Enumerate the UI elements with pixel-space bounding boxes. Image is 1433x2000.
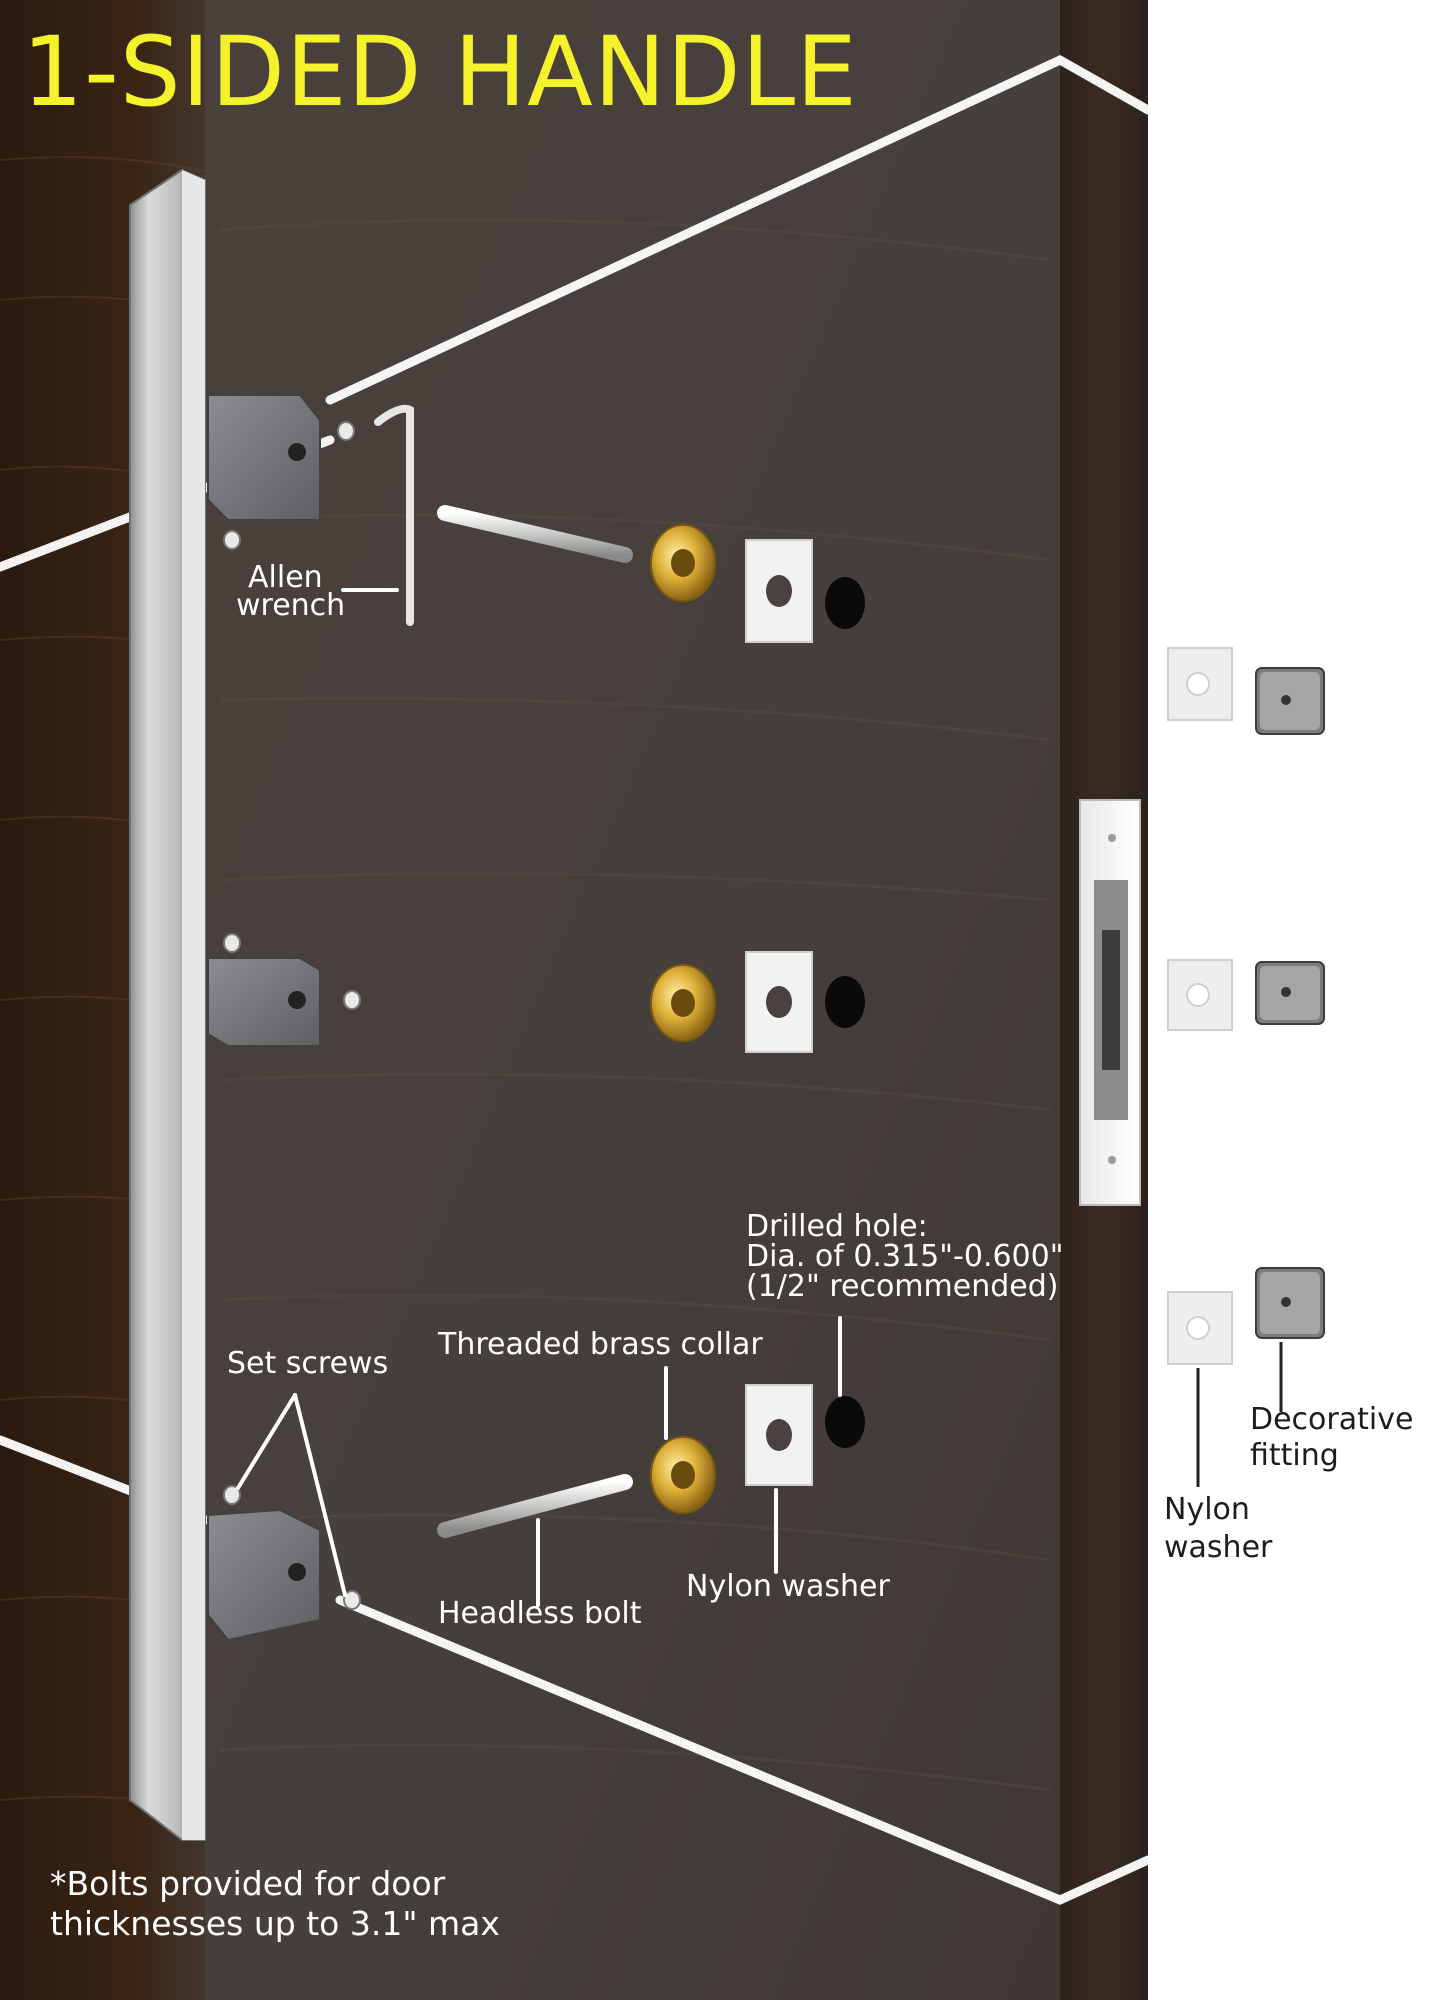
brass-collars bbox=[650, 524, 716, 1514]
side-callout-lines bbox=[1196, 1342, 1283, 1487]
drilled-holes bbox=[825, 577, 865, 1448]
door-washers bbox=[745, 539, 813, 1486]
allen-wrench-label-line1: Allen bbox=[248, 560, 323, 595]
allen-wrench bbox=[374, 404, 414, 626]
footnote-line1: *Bolts provided for door bbox=[50, 1864, 446, 1903]
side-nylon-washer-label: Nylon washer bbox=[1164, 1495, 1272, 1563]
allen-wrench-label: Allen bbox=[248, 563, 323, 593]
side-nylon-washer-line1: Nylon bbox=[1164, 1492, 1250, 1527]
standoff-block-top bbox=[207, 394, 321, 521]
handle-bar bbox=[129, 168, 206, 1841]
set-screws bbox=[223, 421, 361, 1610]
drilled-hole-line1: Drilled hole: bbox=[746, 1209, 928, 1244]
standoff-block-bottom bbox=[207, 1508, 321, 1642]
standoff-block-middle bbox=[207, 957, 321, 1047]
allen-wrench-label-line2: wrench bbox=[236, 588, 346, 623]
footnote-line2: thicknesses up to 3.1" max bbox=[50, 1904, 500, 1943]
drilled-hole-line2: Dia. of 0.315"-0.600" bbox=[746, 1239, 1064, 1274]
drilled-hole-line3: (1/2" recommended) bbox=[746, 1269, 1059, 1304]
door-grain bbox=[219, 218, 1051, 1792]
decorative-fitting-line1: Decorative bbox=[1250, 1402, 1414, 1437]
side-decorative-fittings bbox=[1255, 667, 1325, 1339]
page-title: 1-SIDED HANDLE bbox=[22, 16, 858, 128]
drilled-hole-label: Drilled hole: Dia. of 0.315"-0.600" (1/2… bbox=[746, 1212, 1064, 1302]
threaded-brass-collar-label: Threaded brass collar bbox=[438, 1327, 763, 1362]
side-nylon-washers bbox=[1167, 647, 1233, 1365]
decorative-fitting-label: Decorative fitting bbox=[1250, 1405, 1413, 1471]
nylon-washer-label: Nylon washer bbox=[686, 1569, 890, 1604]
side-nylon-washer-line2: washer bbox=[1164, 1530, 1273, 1565]
headless-bolt-label: Headless bolt bbox=[438, 1596, 642, 1631]
strike-plate bbox=[1079, 799, 1141, 1206]
callout-lines bbox=[236, 588, 842, 1607]
decorative-fitting-line2: fitting bbox=[1250, 1438, 1339, 1473]
footnote: *Bolts provided for door thicknesses up … bbox=[50, 1864, 500, 1944]
headless-bolts bbox=[437, 505, 633, 1538]
set-screws-label: Set screws bbox=[227, 1346, 389, 1381]
allen-wrench-label-2: wrench bbox=[236, 591, 345, 621]
door-face bbox=[205, 0, 1060, 2000]
